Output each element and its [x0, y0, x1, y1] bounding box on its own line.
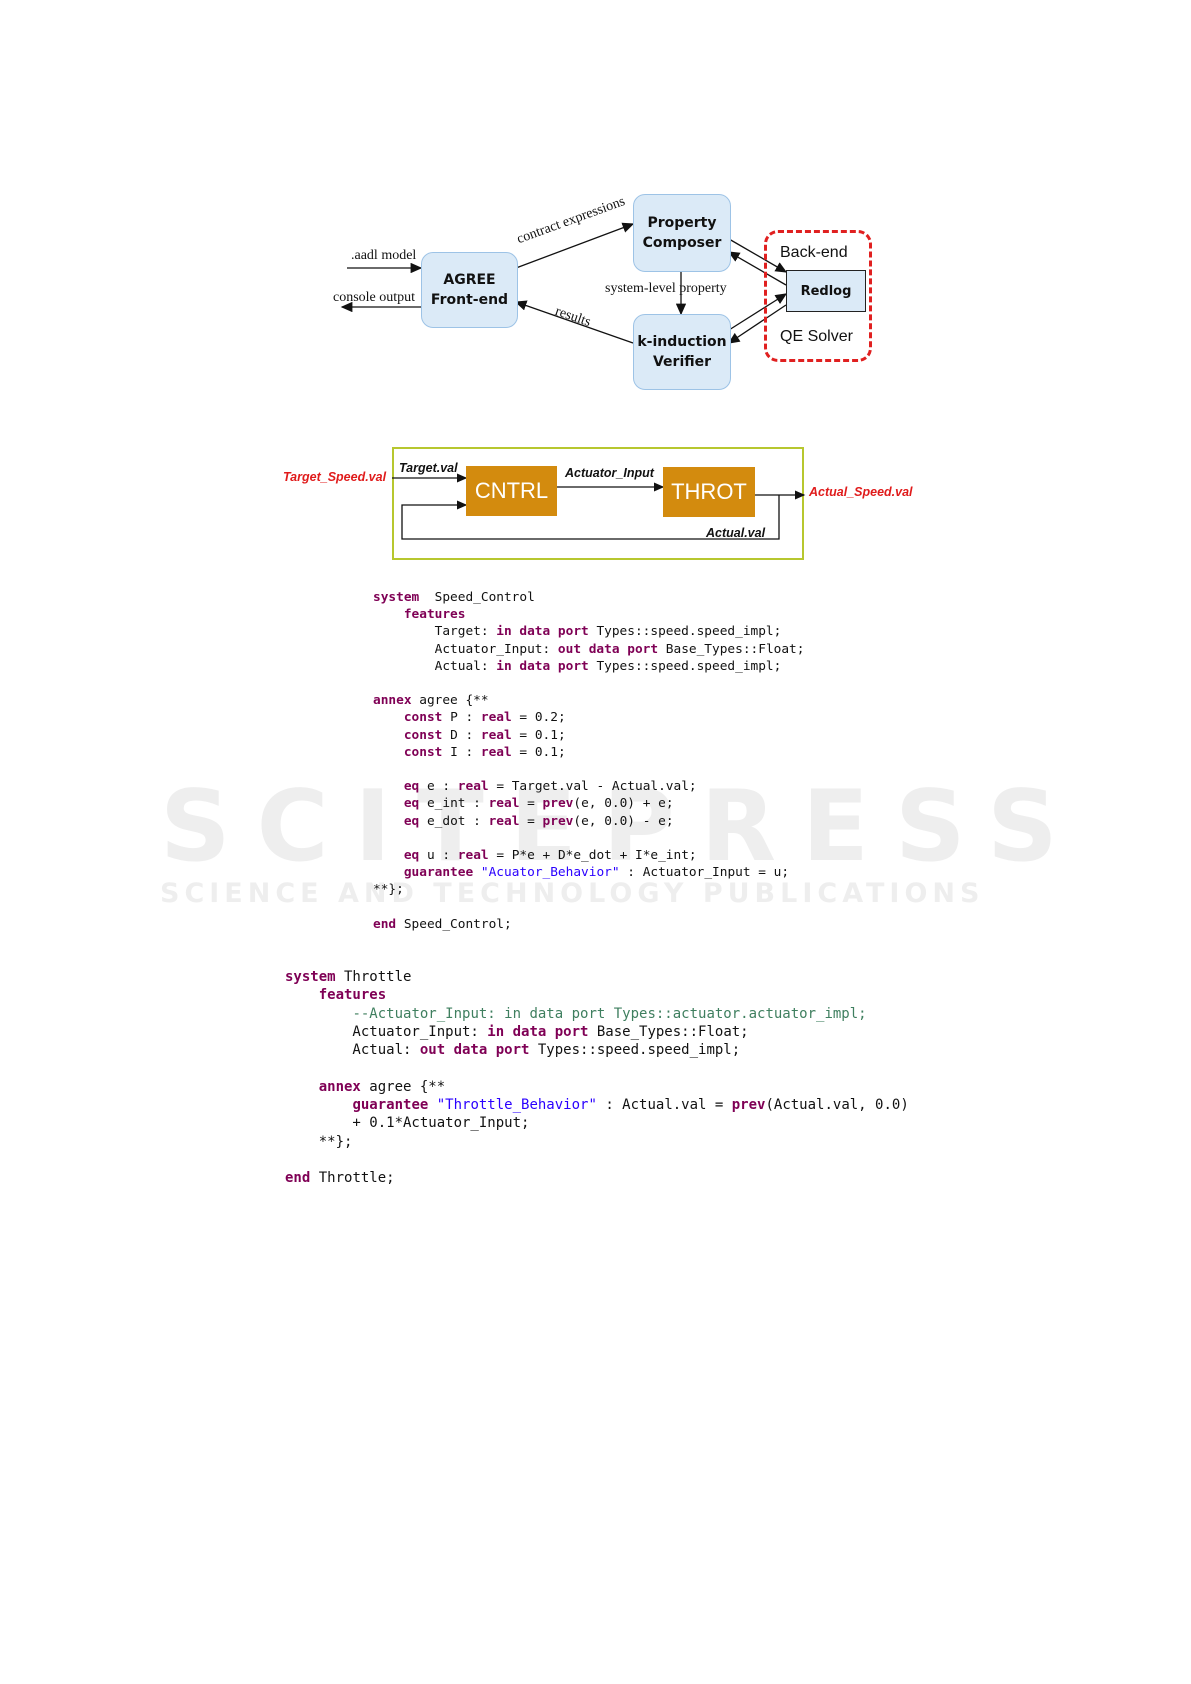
code-line: eq u : real = P*e + D*e_dot + I*e_int; [403, 848, 697, 864]
watermark-publisher: SCIENCE AND TECHNOLOGY PUBLICATIONS [160, 878, 985, 909]
k-induction-verifier-box: k-induction Verifier [633, 314, 731, 390]
code-line [285, 1059, 909, 1077]
code-line: **}; [285, 1133, 353, 1150]
throt-block: THROT [663, 467, 755, 517]
arrow-composer-to-redlog [728, 238, 788, 273]
code-line: eq e_dot : real = prev(e, 0.0) - e; [403, 813, 674, 829]
code-line: Target: in data port Types::speed.speed_… [373, 624, 782, 640]
system-frame [392, 447, 804, 560]
code-line: guarantee "Acuator_Behavior" : Actuator_… [403, 865, 790, 881]
code-line: **}; [373, 882, 404, 898]
feedback-loop [401, 495, 780, 540]
arrow-contract-expressions [515, 222, 635, 269]
code-line: --Actuator_Input: in data port Types::ac… [352, 1005, 867, 1022]
label-aadl-model: .aadl model [351, 248, 417, 263]
label-qe-solver: QE Solver [780, 328, 853, 345]
code-line: + 0.1*Actuator_Input; [285, 1115, 530, 1132]
code-line: annex agree {** [373, 693, 489, 709]
code-line [373, 761, 804, 778]
label-target-val: Target.val [399, 461, 458, 475]
code-line [373, 830, 804, 847]
arrow-redlog-to-verifier [727, 304, 787, 344]
code-speed-control: system Speed_Control features Target: in… [373, 589, 804, 933]
code-line: guarantee "Throttle_Behavior" : Actual.v… [352, 1097, 909, 1114]
code-line: end Speed_Control; [373, 916, 512, 932]
arrow-results [514, 300, 634, 344]
code-line [373, 899, 804, 916]
code-line: annex agree {** [318, 1078, 446, 1095]
label-system-level-property: system-level property [605, 281, 727, 296]
code-line: features [403, 607, 466, 623]
watermark-scitepress: SCITEPRESS [160, 770, 1084, 884]
code-line: eq e_int : real = prev(e, 0.0) + e; [403, 796, 674, 812]
code-throttle: system Throttle features --Actuator_Inpu… [285, 968, 909, 1188]
code-line: Actual: in data port Types::speed.speed_… [373, 658, 782, 674]
code-line: const D : real = 0.1; [403, 727, 566, 743]
code-line: Actual: out data port Types::speed.speed… [285, 1042, 741, 1059]
redlog-box: Redlog [786, 270, 866, 312]
code-line: const I : real = 0.1; [403, 744, 566, 760]
backend-dashed-region [764, 230, 872, 362]
code-line: system Speed_Control [373, 590, 535, 605]
agree-frontend-box: AGREE Front-end [421, 252, 518, 328]
code-line: Actuator_Input: in data port Base_Types:… [285, 1023, 749, 1040]
code-line: Actuator_Input: out data port Base_Types… [373, 641, 805, 657]
label-backend: Back-end [780, 244, 848, 261]
figure1-arrows [340, 222, 788, 344]
code-line [285, 1151, 909, 1169]
code-line: const P : real = 0.2; [403, 710, 566, 726]
label-actual-speed: Actual_Speed.val [809, 485, 913, 499]
label-actual-val: Actual.val [706, 526, 766, 540]
label-target-speed: Target_Speed.val [283, 470, 387, 484]
arrow-verifier-to-redlog [728, 293, 788, 331]
label-actuator-input: Actuator_Input [565, 466, 654, 480]
label-console-output: console output [333, 290, 416, 305]
code-line: eq e : real = Target.val - Actual.val; [403, 779, 697, 795]
arrow-redlog-to-composer [727, 251, 787, 286]
code-line: system Throttle [285, 969, 412, 985]
property-composer-box: Property Composer [633, 194, 731, 272]
cntrl-block: CNTRL [466, 466, 557, 516]
figure2-arrows [392, 473, 806, 540]
code-line: end Throttle; [285, 1170, 395, 1187]
code-line [373, 675, 804, 692]
code-line: features [318, 987, 387, 1004]
